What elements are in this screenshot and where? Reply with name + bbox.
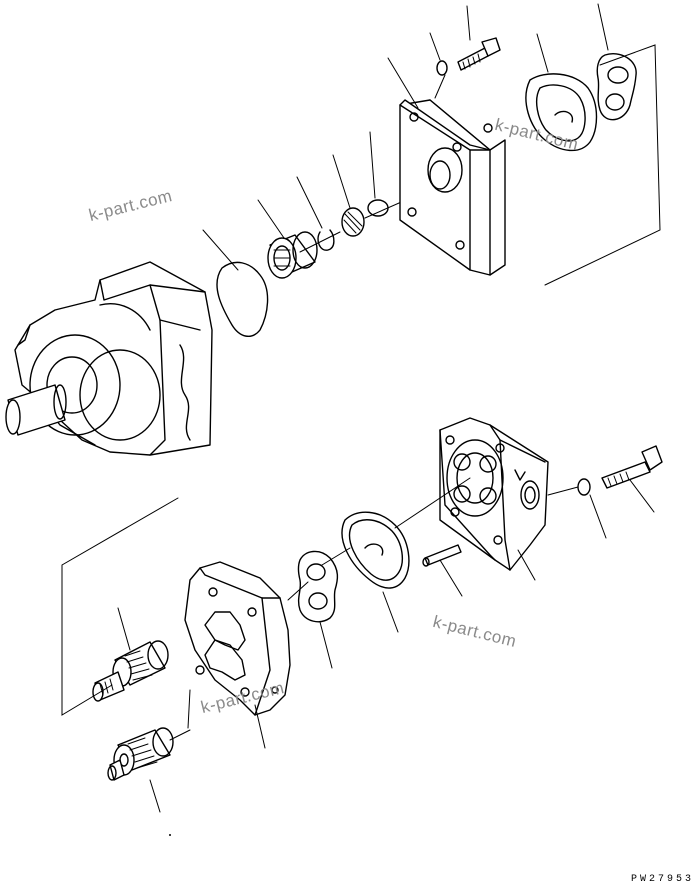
washer: [436, 60, 448, 76]
pump-body: [14, 261, 213, 456]
bolt: [457, 37, 501, 71]
wear-plate: [596, 53, 637, 121]
seal-gasket: [525, 73, 598, 152]
gear-housing: [184, 561, 291, 716]
driven-gear: [107, 727, 174, 781]
cover-plate: [399, 99, 506, 276]
needle-bearing: [341, 207, 365, 237]
pump-shaft: [5, 384, 67, 436]
bearing: [267, 231, 318, 279]
o-ring: [367, 199, 389, 217]
wear-plate: [297, 550, 339, 623]
drawing-code: PW27953: [630, 874, 694, 885]
bolt: [601, 445, 663, 489]
washer: [577, 478, 591, 496]
snap-ring: [317, 229, 335, 251]
dowel-pin: [422, 544, 462, 567]
gasket: [216, 261, 269, 337]
gasket: [341, 511, 410, 589]
reference-dot: [169, 834, 171, 836]
valve-body: [439, 417, 549, 571]
